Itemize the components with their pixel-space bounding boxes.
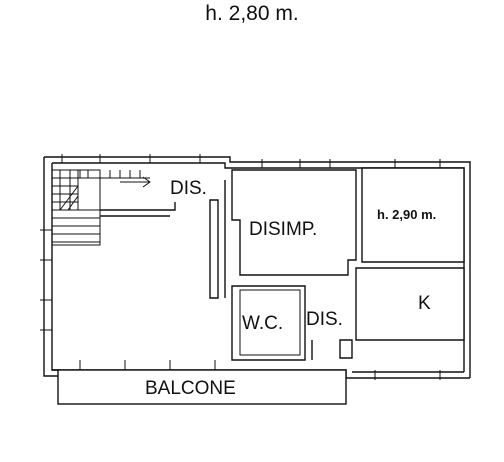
dis-bottom-label: DIS. — [306, 309, 343, 330]
kitchen-label: K — [418, 293, 431, 314]
staircase — [52, 169, 151, 246]
balcony-label: BALCONE — [145, 378, 236, 399]
disimp-label: DISIMP. — [249, 219, 317, 240]
interior-walls — [100, 167, 465, 361]
wc-room — [231, 285, 306, 361]
dis-top-label: DIS. — [170, 178, 207, 199]
disimp-room — [231, 169, 357, 276]
room-top-right — [361, 167, 465, 263]
floor-height-label: h. 2,80 m. — [205, 2, 298, 25]
kitchen-room — [355, 267, 465, 341]
balcony — [57, 369, 347, 405]
room-height-label: h. 2,90 m. — [377, 207, 436, 222]
stair-arrow-icon — [120, 176, 151, 188]
wc-label: W.C. — [242, 313, 283, 334]
